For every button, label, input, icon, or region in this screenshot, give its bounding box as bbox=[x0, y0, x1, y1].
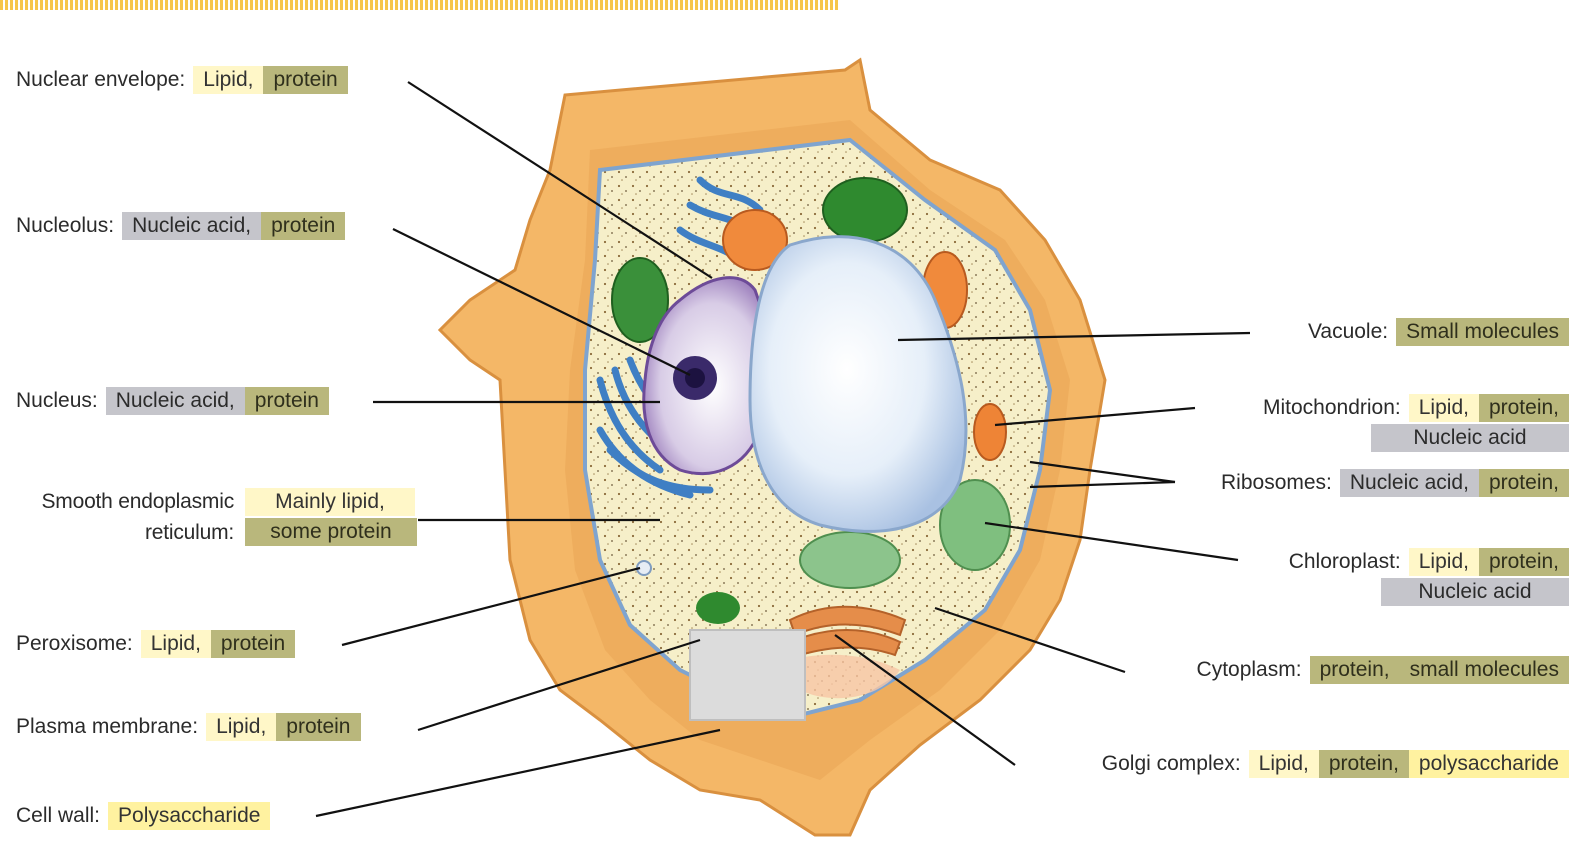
chip-nucleic-acid: Nucleic acid, bbox=[122, 212, 261, 240]
label-nucleus: Nucleus: Nucleic acid,protein bbox=[16, 387, 329, 415]
chip-protein: protein, bbox=[1319, 750, 1409, 778]
chip-polysaccharide: polysaccharide bbox=[1409, 750, 1569, 778]
label-chloroplast: Chloroplast: Lipid,protein, bbox=[1289, 548, 1569, 576]
chloroplast-small bbox=[696, 592, 740, 624]
term-peroxisome: Peroxisome: bbox=[16, 630, 133, 658]
term-mitochondrion: Mitochondrion: bbox=[1263, 394, 1401, 422]
label-ribosomes: Ribosomes: Nucleic acid,protein, bbox=[1221, 469, 1569, 497]
term-cell-wall: Cell wall: bbox=[16, 802, 100, 830]
label-vacuole: Vacuole: Small molecules bbox=[1308, 318, 1569, 346]
label-cytoplasm: Cytoplasm: protein,small molecules bbox=[1197, 656, 1569, 684]
nucleolus-core bbox=[685, 368, 705, 388]
golgi-complex bbox=[790, 607, 905, 655]
term-plasma-membrane: Plasma membrane: bbox=[16, 713, 198, 741]
chip-protein: protein bbox=[261, 212, 345, 240]
term-cytoplasm: Cytoplasm: bbox=[1197, 656, 1302, 684]
term-smooth-er-line1: Smooth endoplasmic bbox=[12, 488, 234, 516]
term-vacuole: Vacuole: bbox=[1308, 318, 1388, 346]
chip-protein: protein, bbox=[1479, 469, 1569, 497]
chip-lipid: Lipid, bbox=[141, 630, 211, 658]
term-ribosomes: Ribosomes: bbox=[1221, 469, 1332, 497]
label-plasma-membrane: Plasma membrane: Lipid,protein bbox=[16, 713, 361, 741]
term-chloroplast: Chloroplast: bbox=[1289, 548, 1401, 576]
chip-lipid: Lipid, bbox=[1249, 750, 1319, 778]
chip-protein: protein, bbox=[1310, 656, 1400, 684]
chip-protein: protein bbox=[263, 66, 347, 94]
chip-small-molecules: small molecules bbox=[1400, 656, 1569, 684]
label-peroxisome: Peroxisome: Lipid,protein bbox=[16, 630, 295, 658]
chip-nucleic-acid: Nucleic acid bbox=[1381, 578, 1569, 606]
chip-protein: protein bbox=[276, 713, 360, 741]
chip-protein: protein bbox=[245, 387, 329, 415]
term-nucleolus: Nucleolus: bbox=[16, 212, 114, 240]
chip-lipid: Lipid, bbox=[1409, 394, 1479, 422]
chip-nucleic-acid: Nucleic acid, bbox=[106, 387, 245, 415]
chip-polysaccharide: Polysaccharide bbox=[108, 802, 270, 830]
chip-lipid: Lipid, bbox=[206, 713, 276, 741]
chip-protein: protein, bbox=[1479, 548, 1569, 576]
plasma-membrane-cutaway bbox=[690, 630, 805, 720]
term-nucleus: Nucleus: bbox=[16, 387, 98, 415]
term-golgi-complex: Golgi complex: bbox=[1102, 750, 1241, 778]
term-smooth-er-line2: reticulum: bbox=[12, 519, 234, 547]
chloroplast-bottom bbox=[800, 532, 900, 588]
chloroplast-top bbox=[823, 178, 907, 242]
chip-protein: protein bbox=[211, 630, 295, 658]
label-golgi-complex: Golgi complex: Lipid,protein,polysacchari… bbox=[1102, 750, 1569, 778]
chip-protein: protein, bbox=[1479, 394, 1569, 422]
chip-lipid: Lipid, bbox=[1409, 548, 1479, 576]
label-mitochondrion: Mitochondrion: Lipid,protein, bbox=[1263, 394, 1569, 422]
chip-nucleic-acid: Nucleic acid bbox=[1371, 424, 1569, 452]
chip-small-molecules: Small molecules bbox=[1396, 318, 1569, 346]
chip-nucleic-acid: Nucleic acid, bbox=[1340, 469, 1479, 497]
chip-lipid: Lipid, bbox=[193, 66, 263, 94]
chip-mainly-lipid: Mainly lipid, bbox=[245, 488, 415, 516]
label-nuclear-envelope: Nuclear envelope: Lipid,protein bbox=[16, 66, 348, 94]
chip-some-protein: some protein bbox=[245, 518, 417, 546]
label-nucleolus: Nucleolus: Nucleic acid,protein bbox=[16, 212, 345, 240]
term-nuclear-envelope: Nuclear envelope: bbox=[16, 66, 185, 94]
label-cell-wall: Cell wall: Polysaccharide bbox=[16, 802, 270, 830]
mitochondrion-right bbox=[974, 404, 1006, 460]
